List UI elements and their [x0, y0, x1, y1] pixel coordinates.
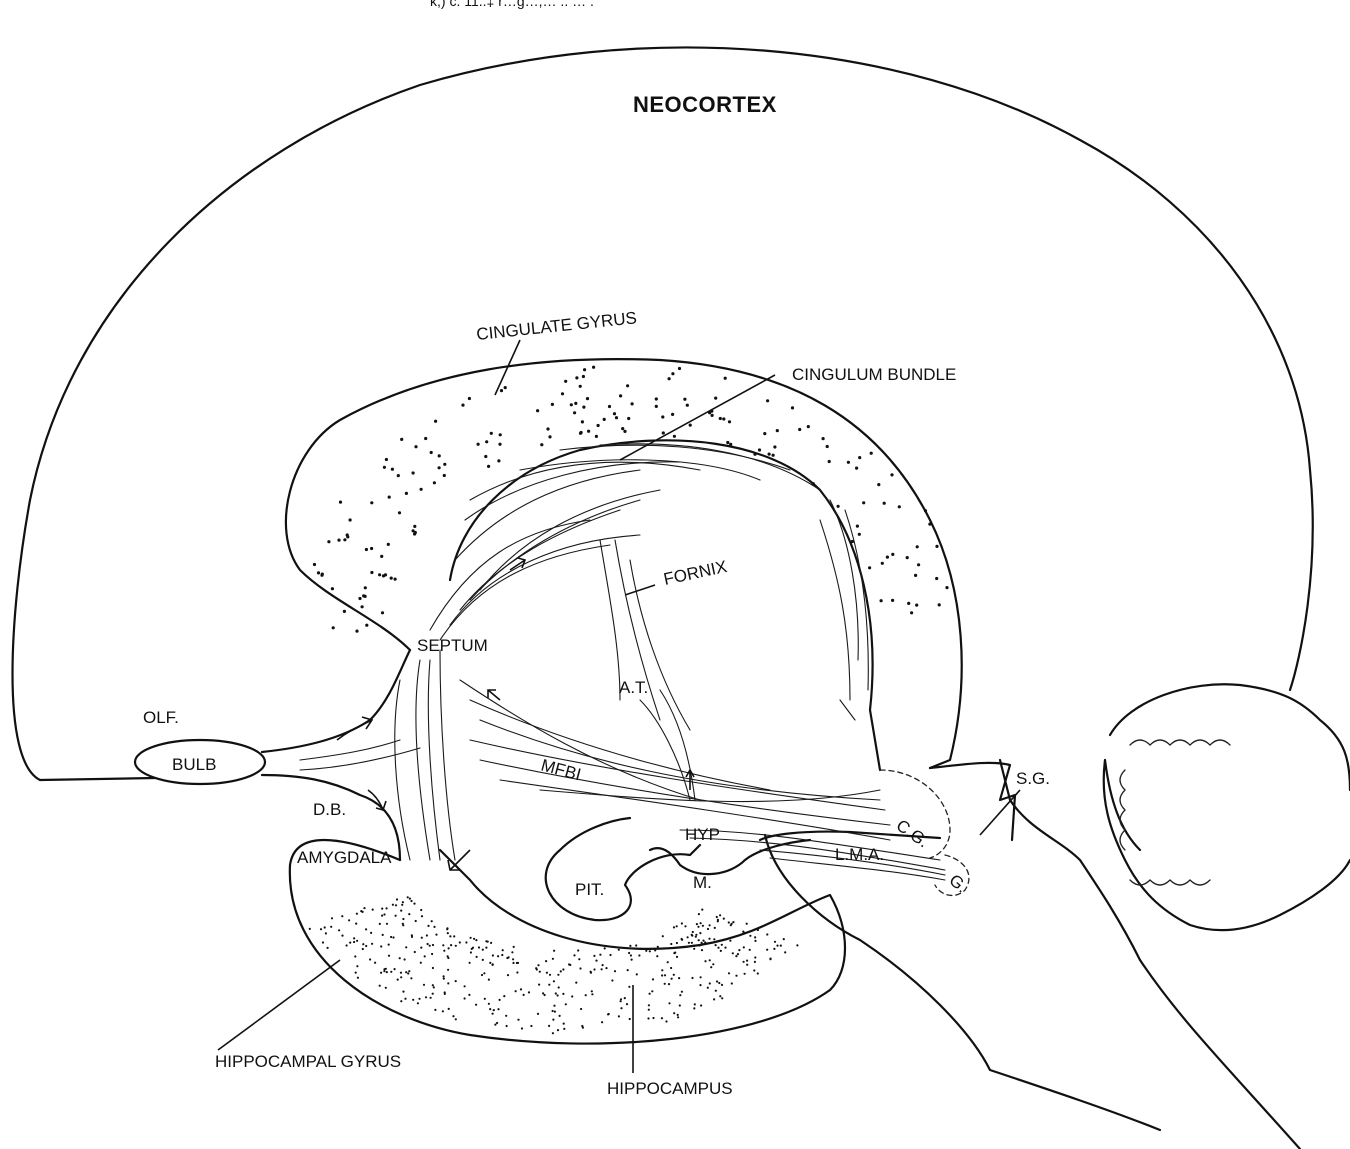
label-hyp: HYP [685, 825, 720, 844]
label-septum: SEPTUM [417, 636, 488, 655]
neocortex-outline [13, 47, 1313, 780]
cerebellum-outline [1104, 684, 1350, 930]
label-cingulate-gyrus: CINGULATE GYRUS [475, 308, 637, 344]
label-fornix: FORNIX [662, 557, 729, 589]
fiber-bundles [300, 444, 945, 880]
flow-arrows [337, 558, 694, 870]
label-olf: OLF. [143, 708, 179, 727]
label-amygdala: AMYGDALA [297, 848, 392, 867]
label-g: G. [945, 871, 971, 897]
header-text: k,) c. 11..‡ r…g…,… .. … . [430, 0, 594, 9]
cerebellum-folds [1120, 740, 1230, 885]
sg-notch [930, 763, 1015, 840]
frontal-base [40, 778, 155, 780]
label-lma: L.M.A. [835, 845, 884, 864]
leader-fornix [625, 585, 655, 595]
label-cingulum-bundle: CINGULUM BUNDLE [792, 365, 956, 384]
label-hippocampus: HIPPOCAMPUS [607, 1079, 733, 1098]
inner-arch [450, 440, 880, 770]
cingulate-region-outline [286, 359, 962, 768]
leader-hippocampal-gyrus [218, 960, 340, 1050]
hippocampal-gyrus-outline [290, 840, 845, 1044]
pituitary-outline [546, 818, 700, 920]
label-bulb: BULB [172, 755, 216, 774]
label-db: D.B. [313, 800, 346, 819]
hippocampal-stipple [309, 896, 799, 1034]
label-neocortex: NEOCORTEX [633, 92, 777, 117]
label-m: M. [693, 873, 712, 892]
label-sg: S.G. [1016, 769, 1050, 788]
label-cg: C.G. [893, 816, 933, 852]
label-pit: PIT. [575, 880, 604, 899]
label-mfbi: MFBI [539, 756, 583, 785]
label-hippocampal-gyrus: HIPPOCAMPAL GYRUS [215, 1052, 401, 1071]
label-at: A.T. [619, 678, 648, 697]
